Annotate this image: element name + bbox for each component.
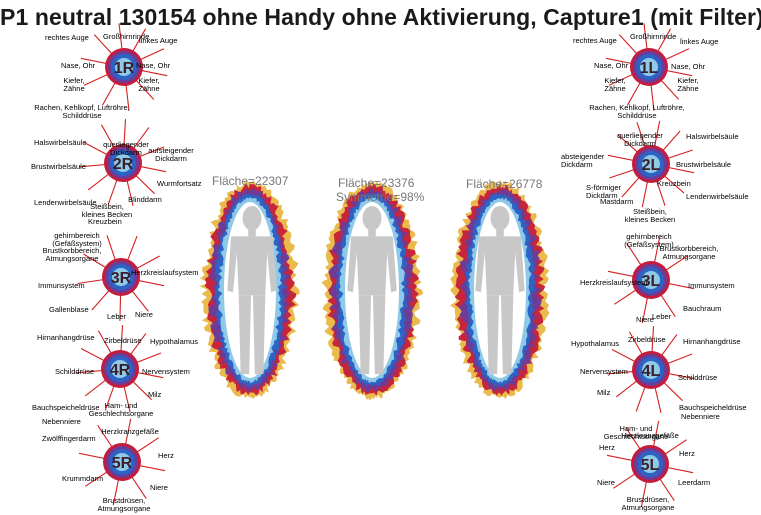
- organ-label-4R: Hirnanhangdrüse: [37, 334, 95, 342]
- organ-label-1L: Großhirnrinde: [630, 33, 676, 41]
- wheel-id-label: 4R: [110, 362, 131, 379]
- organ-label-1R: Rachen, Kehlkopf, Luftröhre, Schilddrüse: [34, 104, 129, 120]
- organ-label-2L: Kreuzbein: [657, 180, 691, 188]
- organ-label-2R: querliegender Dickdarm: [103, 141, 149, 157]
- wheel-id-label: 2R: [113, 156, 134, 173]
- organ-label-4L: Milz: [597, 389, 610, 397]
- organ-label-1L: Nase, Ohr: [671, 63, 705, 71]
- organ-label-4L: Zirbeldrüse: [628, 336, 666, 344]
- organ-label-2R: Brustwirbelsäule: [31, 163, 86, 171]
- organ-label-3R: Gallenblase: [49, 306, 89, 314]
- organ-label-2L: Lendenwirbelsäule: [686, 193, 749, 201]
- organ-label-1L: Kiefer, Zähne: [677, 77, 698, 93]
- organ-label-1L: Nase, Ohr: [594, 62, 628, 70]
- wheel-id-label: 5R: [112, 455, 133, 472]
- organ-label-1R: Kiefer, Zähne: [63, 77, 84, 93]
- organ-label-5L: Herz: [679, 450, 695, 458]
- organ-label-5R: Krummdarm: [62, 475, 103, 483]
- organ-label-3L: Bauchraum: [683, 305, 721, 313]
- organ-label-2L: Brustwirbelsäule: [676, 161, 731, 169]
- organ-label-4L: Schilddrüse: [678, 374, 717, 382]
- organ-label-2L: Steißbein, kleines Becken: [625, 208, 675, 224]
- organ-label-4L: Nebenniere: [681, 413, 720, 421]
- area-label-center: Fläche=23376: [338, 176, 414, 190]
- organ-label-2R: Kreuzbein: [88, 218, 122, 226]
- organ-label-4L: Bauchspeicheldrüse: [679, 404, 747, 412]
- organ-label-2R: aufsteigender Dickdarm: [148, 147, 193, 163]
- organ-label-1L: linkes Auge: [680, 38, 718, 46]
- organ-label-3R: Brustkorbbereich, Atmungsorgane: [43, 247, 102, 263]
- organ-label-4R: Schilddrüse: [55, 368, 94, 376]
- wheel-id-label: 5L: [641, 457, 660, 474]
- organ-label-2R: Halswirbelsäule: [34, 139, 87, 147]
- organ-label-4R: Hypothalamus: [150, 338, 198, 346]
- organ-label-1R: linkes Auge: [139, 37, 177, 45]
- organ-label-5R: Zwölffingerdarm: [42, 435, 96, 443]
- organ-label-2L: absteigender Dickdarm: [561, 153, 604, 169]
- organ-label-5R: Brustdrüsen, Atmungsorgane: [98, 497, 151, 513]
- area-label-left: Fläche=22307: [212, 174, 288, 188]
- wheel-id-label: 1R: [114, 60, 135, 77]
- organ-label-5R: Herz: [158, 452, 174, 460]
- organ-label-1L: rechtes Auge: [573, 37, 617, 45]
- organ-label-4L: Hirnanhangdrüse: [683, 338, 741, 346]
- organ-label-4R: Bauchspeicheldrüse: [32, 404, 100, 412]
- organ-label-3L: Brustkorbbereich, Atmungsorgane: [660, 245, 719, 261]
- organ-label-3L: Immunsystem: [688, 282, 735, 290]
- organ-label-3R: Leber: [107, 313, 126, 321]
- organ-label-2L: querliegender Dickdarm: [617, 132, 663, 148]
- organ-label-3R: Immunsystem: [38, 282, 85, 290]
- organ-label-4R: Zirbeldrüse: [104, 337, 142, 345]
- organ-label-4R: Milz: [148, 391, 161, 399]
- organ-label-4R: Nervensystem: [142, 368, 190, 376]
- organ-label-5L: Herzkranzgefäße: [621, 432, 679, 440]
- organ-label-1L: Kiefer, Zähne: [604, 77, 625, 93]
- organ-label-2R: Lendenwirbelsäule: [34, 199, 97, 207]
- wheel-id-label: 3R: [111, 270, 132, 287]
- organ-label-3L: Herzkreislaufsystem: [580, 279, 648, 287]
- organ-label-1R: Nase, Ohr: [136, 62, 170, 70]
- wheel-id-label: 2L: [642, 157, 661, 174]
- wheel-id-label: 1L: [640, 60, 659, 77]
- organ-label-5R: Niere: [150, 484, 168, 492]
- area-label-right: Fläche=26778: [466, 177, 542, 191]
- wheel-id-label: 4L: [642, 363, 661, 380]
- organ-label-4L: Hypothalamus: [571, 340, 619, 348]
- symmetry-label: Symmetrie=98%: [336, 190, 424, 204]
- organ-label-2L: Mastdarm: [600, 198, 633, 206]
- organ-label-5L: Herz: [599, 444, 615, 452]
- organ-label-3L: Leber: [652, 313, 671, 321]
- organ-label-2R: Wurmfortsatz: [157, 180, 201, 188]
- organ-label-5R: Herzkranzgefäße: [101, 428, 159, 436]
- organ-label-2R: Blinddarm: [128, 196, 162, 204]
- organ-label-3R: Herzkreislaufsystem: [131, 269, 199, 277]
- organ-label-1R: Nase, Ohr: [61, 62, 95, 70]
- organ-label-3R: Niere: [135, 311, 153, 319]
- organ-label-4R: Nebenniere: [42, 418, 81, 426]
- organ-label-1R: Kiefer, Zähne: [138, 77, 159, 93]
- organ-label-4L: Nervensystem: [580, 368, 628, 376]
- organ-label-5L: Niere: [597, 479, 615, 487]
- organ-label-2L: Halswirbelsäule: [686, 133, 739, 141]
- organ-label-1R: rechtes Auge: [45, 34, 89, 42]
- organ-label-1L: Rachen, Kehlkopf, Luftröhre, Schilddrüse: [589, 104, 684, 120]
- organ-label-5L: Leerdarm: [678, 479, 710, 487]
- organ-label-5L: Brustdrüsen, Atmungsorgane: [622, 496, 675, 512]
